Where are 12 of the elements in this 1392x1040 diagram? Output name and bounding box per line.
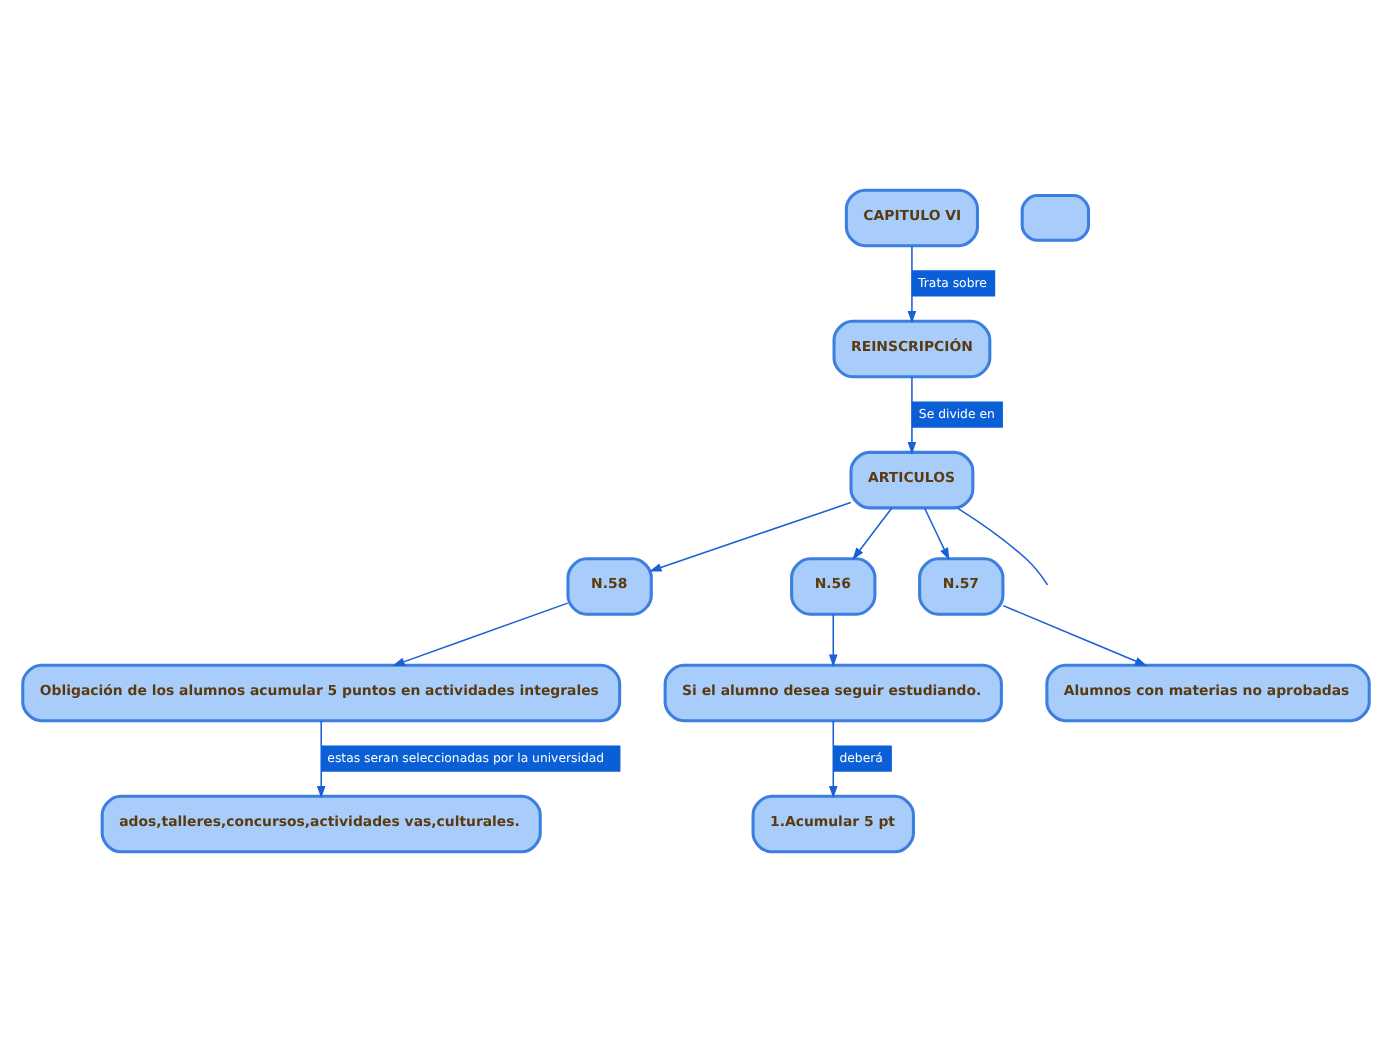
arrow <box>828 612 838 666</box>
arrow <box>828 719 838 798</box>
arrow <box>1002 603 1148 665</box>
arrow <box>852 506 893 559</box>
arrow <box>923 506 950 560</box>
node-box <box>1020 193 1091 241</box>
arrow <box>907 244 917 323</box>
connector <box>956 506 1049 585</box>
arrow <box>649 500 852 571</box>
arrow <box>907 375 917 454</box>
arrow <box>316 719 326 798</box>
arrow <box>392 601 569 665</box>
